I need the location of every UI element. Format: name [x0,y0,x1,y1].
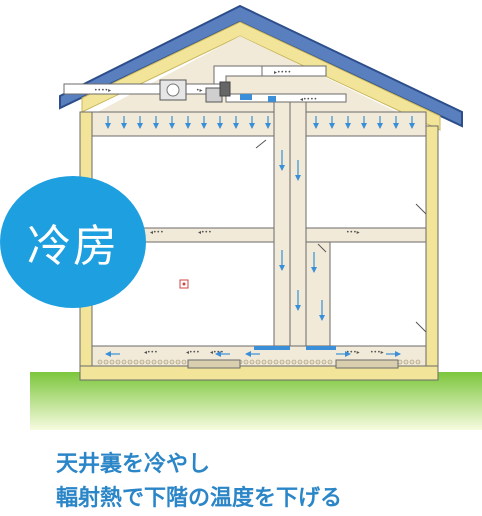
svg-text:▸••••: ▸•••• [274,69,291,76]
svg-text:◂•••: ◂••• [186,349,200,356]
vertical-duct-arrows [279,150,325,321]
ceiling-plenum [91,111,427,137]
footings [187,359,399,369]
svg-text:◂•••: ◂••• [198,229,212,236]
attic-duct-top [261,65,327,77]
svg-text:◂••••: ◂•••• [300,96,317,103]
wall-return-arrows [255,139,427,333]
attic-duct-long [225,93,347,103]
blue-outlet [240,94,252,100]
svg-text:••••▸: ••••▸ [94,87,111,94]
floor-outlet-right [306,346,336,350]
cooling-mode-badge: 冷房 [0,176,146,308]
lower-right-room [329,241,427,347]
attic-duct-left [63,83,161,95]
svg-text:•••▸: •••▸ [346,349,360,356]
fan-icon [166,83,180,97]
floor-outlet-left [254,346,290,350]
ground [30,372,482,430]
right-wall [425,125,439,375]
upper-right-room [305,135,427,229]
svg-text:◂•••: ◂••• [144,349,158,356]
svg-text:◂•••: ◂••• [150,229,164,236]
svg-text:•••▸: •••▸ [370,349,384,356]
cooling-mode-label: 冷房 [27,221,119,272]
caption-line-1: 天井裏を冷やし [56,452,211,477]
caption: 天井裏を冷やし 輻射熱で下階の温度を下げる [56,448,456,516]
caption-line-2: 輻射熱で下階の温度を下げる [56,486,343,511]
ceiling-cool-arrows [105,116,415,129]
svg-text:•••▸: •••▸ [346,229,360,236]
svg-text:•▸: •▸ [196,87,203,94]
vertical-duct-lower [305,241,331,359]
blue-outlet-2 [268,96,276,102]
svg-text:◂•••: ◂••• [210,349,224,356]
filter-box [219,81,231,97]
